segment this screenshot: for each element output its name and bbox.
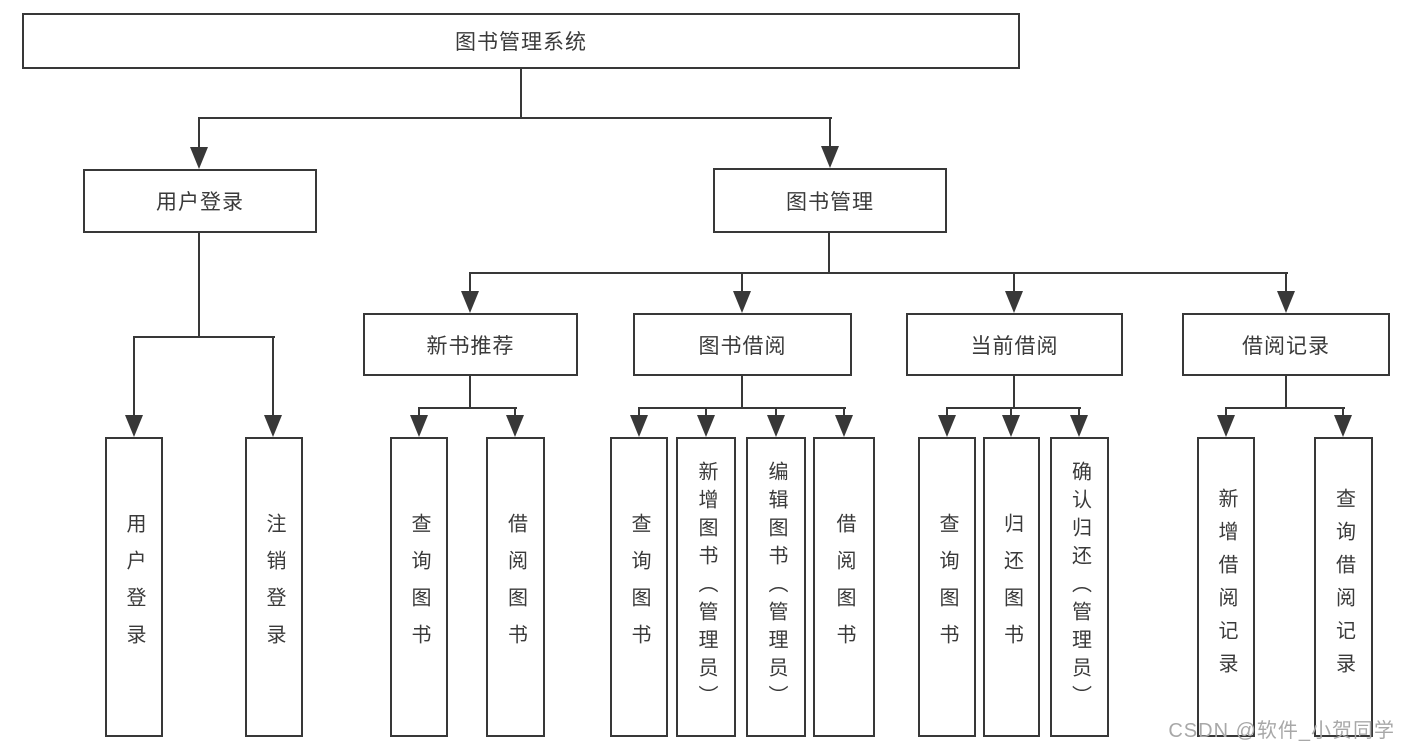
- leaf-bor-add-book: 新增图书（管理员）: [676, 437, 736, 737]
- leaf-logout-label: 注销登录: [263, 513, 285, 661]
- connector-current-borrow-stem: [1013, 272, 1015, 294]
- connector-log-add-stem: [1225, 407, 1227, 419]
- leaf-rec-borrow-book: 借阅图书: [486, 437, 545, 737]
- arrow-bor-query: [630, 415, 648, 437]
- connector-log-rail: [1225, 407, 1345, 409]
- leaf-log-query-record-label: 查询借阅记录: [1332, 488, 1355, 686]
- connector-leaf-login-stem: [133, 336, 135, 418]
- node-current-borrow: 当前借阅: [906, 313, 1123, 376]
- leaf-user-login-label: 用户登录: [123, 513, 145, 661]
- connector-bor-rail: [638, 407, 846, 409]
- connector-login-rail: [133, 336, 275, 338]
- connector-bor-query-stem: [638, 407, 640, 419]
- arrow-log-query: [1334, 415, 1352, 437]
- arrow-leaf-logout: [264, 415, 282, 437]
- connector-cur-confirm-stem: [1078, 407, 1080, 419]
- leaf-rec-query-book: 查询图书: [390, 437, 448, 737]
- connector-rec-rail: [418, 407, 517, 409]
- leaf-cur-return-book: 归还图书: [983, 437, 1040, 737]
- arrow-current-borrow: [1005, 291, 1023, 313]
- leaf-bor-borrow-book-label: 借阅图书: [833, 513, 855, 661]
- node-book-mgmt: 图书管理: [713, 168, 947, 233]
- connector-user-login-down: [198, 233, 200, 338]
- connector-rec-down: [469, 376, 471, 409]
- connector-bor-add-stem: [705, 407, 707, 419]
- leaf-cur-query-book-label: 查询图书: [936, 513, 958, 661]
- arrow-log-add: [1217, 415, 1235, 437]
- connector-leaf-logout-stem: [272, 336, 274, 418]
- connector-rec-query-stem: [418, 407, 420, 419]
- node-book-borrow: 图书借阅: [633, 313, 852, 376]
- arrow-leaf-login: [125, 415, 143, 437]
- node-borrow-records: 借阅记录: [1182, 313, 1390, 376]
- leaf-bor-add-book-label: 新增图书（管理员）: [695, 461, 717, 713]
- connector-cur-rail: [946, 407, 1081, 409]
- connector-cur-query-stem: [946, 407, 948, 419]
- arrow-user-login: [190, 147, 208, 169]
- leaf-rec-borrow-book-label: 借阅图书: [504, 513, 527, 661]
- arrow-bor-borrow: [835, 415, 853, 437]
- connector-bor-borrow-stem: [843, 407, 845, 419]
- node-new-book-rec: 新书推荐: [363, 313, 578, 376]
- connector-cur-return-stem: [1010, 407, 1012, 419]
- connector-user-login-stem: [198, 117, 200, 151]
- leaf-user-login: 用户登录: [105, 437, 163, 737]
- connector-borrow-records-stem: [1285, 272, 1287, 294]
- leaf-log-add-record: 新增借阅记录: [1197, 437, 1255, 737]
- node-root: 图书管理系统: [22, 13, 1020, 69]
- leaf-cur-confirm-return: 确认归还（管理员）: [1050, 437, 1109, 737]
- arrow-rec-query: [410, 415, 428, 437]
- connector-new-book-rec-stem: [469, 272, 471, 294]
- connector-bor-edit-stem: [775, 407, 777, 419]
- leaf-bor-query-book-label: 查询图书: [628, 513, 650, 661]
- arrow-book-borrow: [733, 291, 751, 313]
- connector-cur-down: [1013, 376, 1015, 409]
- connector-level2-rail: [198, 117, 832, 119]
- connector-log-query-stem: [1342, 407, 1344, 419]
- leaf-bor-edit-book: 编辑图书（管理员）: [746, 437, 806, 737]
- connector-rec-borrow-stem: [514, 407, 516, 419]
- connector-log-down: [1285, 376, 1287, 409]
- arrow-borrow-records: [1277, 291, 1295, 313]
- leaf-bor-edit-book-label: 编辑图书（管理员）: [765, 461, 787, 713]
- arrow-cur-return: [1002, 415, 1020, 437]
- arrow-bor-edit: [767, 415, 785, 437]
- connector-root-stem: [520, 69, 522, 119]
- arrow-bor-add: [697, 415, 715, 437]
- arrow-book-mgmt: [821, 146, 839, 168]
- connector-book-borrow-stem: [741, 272, 743, 294]
- leaf-bor-query-book: 查询图书: [610, 437, 668, 737]
- arrow-rec-borrow: [506, 415, 524, 437]
- connector-book-mgmt-down: [828, 233, 830, 274]
- leaf-bor-borrow-book: 借阅图书: [813, 437, 875, 737]
- arrow-new-book-rec: [461, 291, 479, 313]
- leaf-log-add-record-label: 新增借阅记录: [1215, 488, 1237, 686]
- leaf-logout: 注销登录: [245, 437, 303, 737]
- arrow-cur-query: [938, 415, 956, 437]
- connector-bor-down: [741, 376, 743, 409]
- node-user-login: 用户登录: [83, 169, 317, 233]
- arrow-cur-confirm: [1070, 415, 1088, 437]
- leaf-cur-confirm-return-label: 确认归还（管理员）: [1068, 461, 1091, 713]
- leaf-cur-return-book-label: 归还图书: [1000, 513, 1023, 661]
- connector-level3-rail: [469, 272, 1288, 274]
- leaf-cur-query-book: 查询图书: [918, 437, 976, 737]
- connector-book-mgmt-stem: [829, 117, 831, 150]
- leaf-log-query-record: 查询借阅记录: [1314, 437, 1373, 737]
- leaf-rec-query-book-label: 查询图书: [408, 513, 430, 661]
